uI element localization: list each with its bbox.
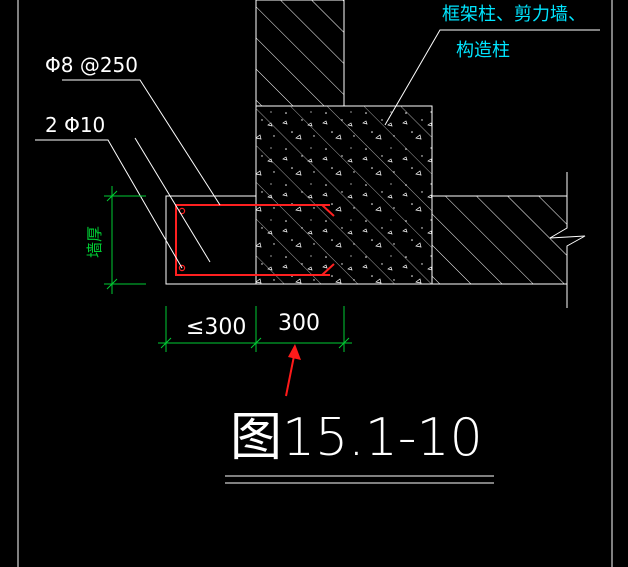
column-label-line1: 框架柱、剪力墙、 xyxy=(442,4,586,25)
break-line xyxy=(549,172,586,308)
dim-right-label: 300 xyxy=(278,311,320,336)
width-dim-slash-right xyxy=(338,337,350,349)
column-hatch xyxy=(256,106,432,284)
stirrup-leader xyxy=(62,79,221,206)
column-leader xyxy=(384,29,600,126)
right-wall xyxy=(432,196,567,284)
rebar-leader xyxy=(35,139,183,269)
stirrup-hook-bottom xyxy=(321,263,335,276)
dim-left-label: ≤300 xyxy=(186,315,246,340)
rebar-dot-bottom xyxy=(178,264,186,272)
rebar-label: 2 Φ10 xyxy=(45,113,105,137)
stirrup-rebar xyxy=(175,204,330,276)
figure-title: 图15.1-10 xyxy=(230,408,483,468)
stirrup-label: Φ8 @250 xyxy=(45,53,138,77)
pointer-arrow-head xyxy=(288,344,301,360)
height-dim-slash-bottom xyxy=(106,278,118,290)
width-dim-slash-mid xyxy=(250,337,262,349)
column-leader-2 xyxy=(134,137,211,263)
pointer-arrow-shaft xyxy=(285,355,295,397)
width-dim-slash-left xyxy=(160,337,172,349)
stirrup-hook-top xyxy=(321,204,335,217)
column-label-line2: 构造柱 xyxy=(456,40,510,61)
height-label: 墙厚 xyxy=(85,226,104,258)
height-dim-slash-top xyxy=(106,190,118,202)
upper-wall xyxy=(255,0,345,107)
